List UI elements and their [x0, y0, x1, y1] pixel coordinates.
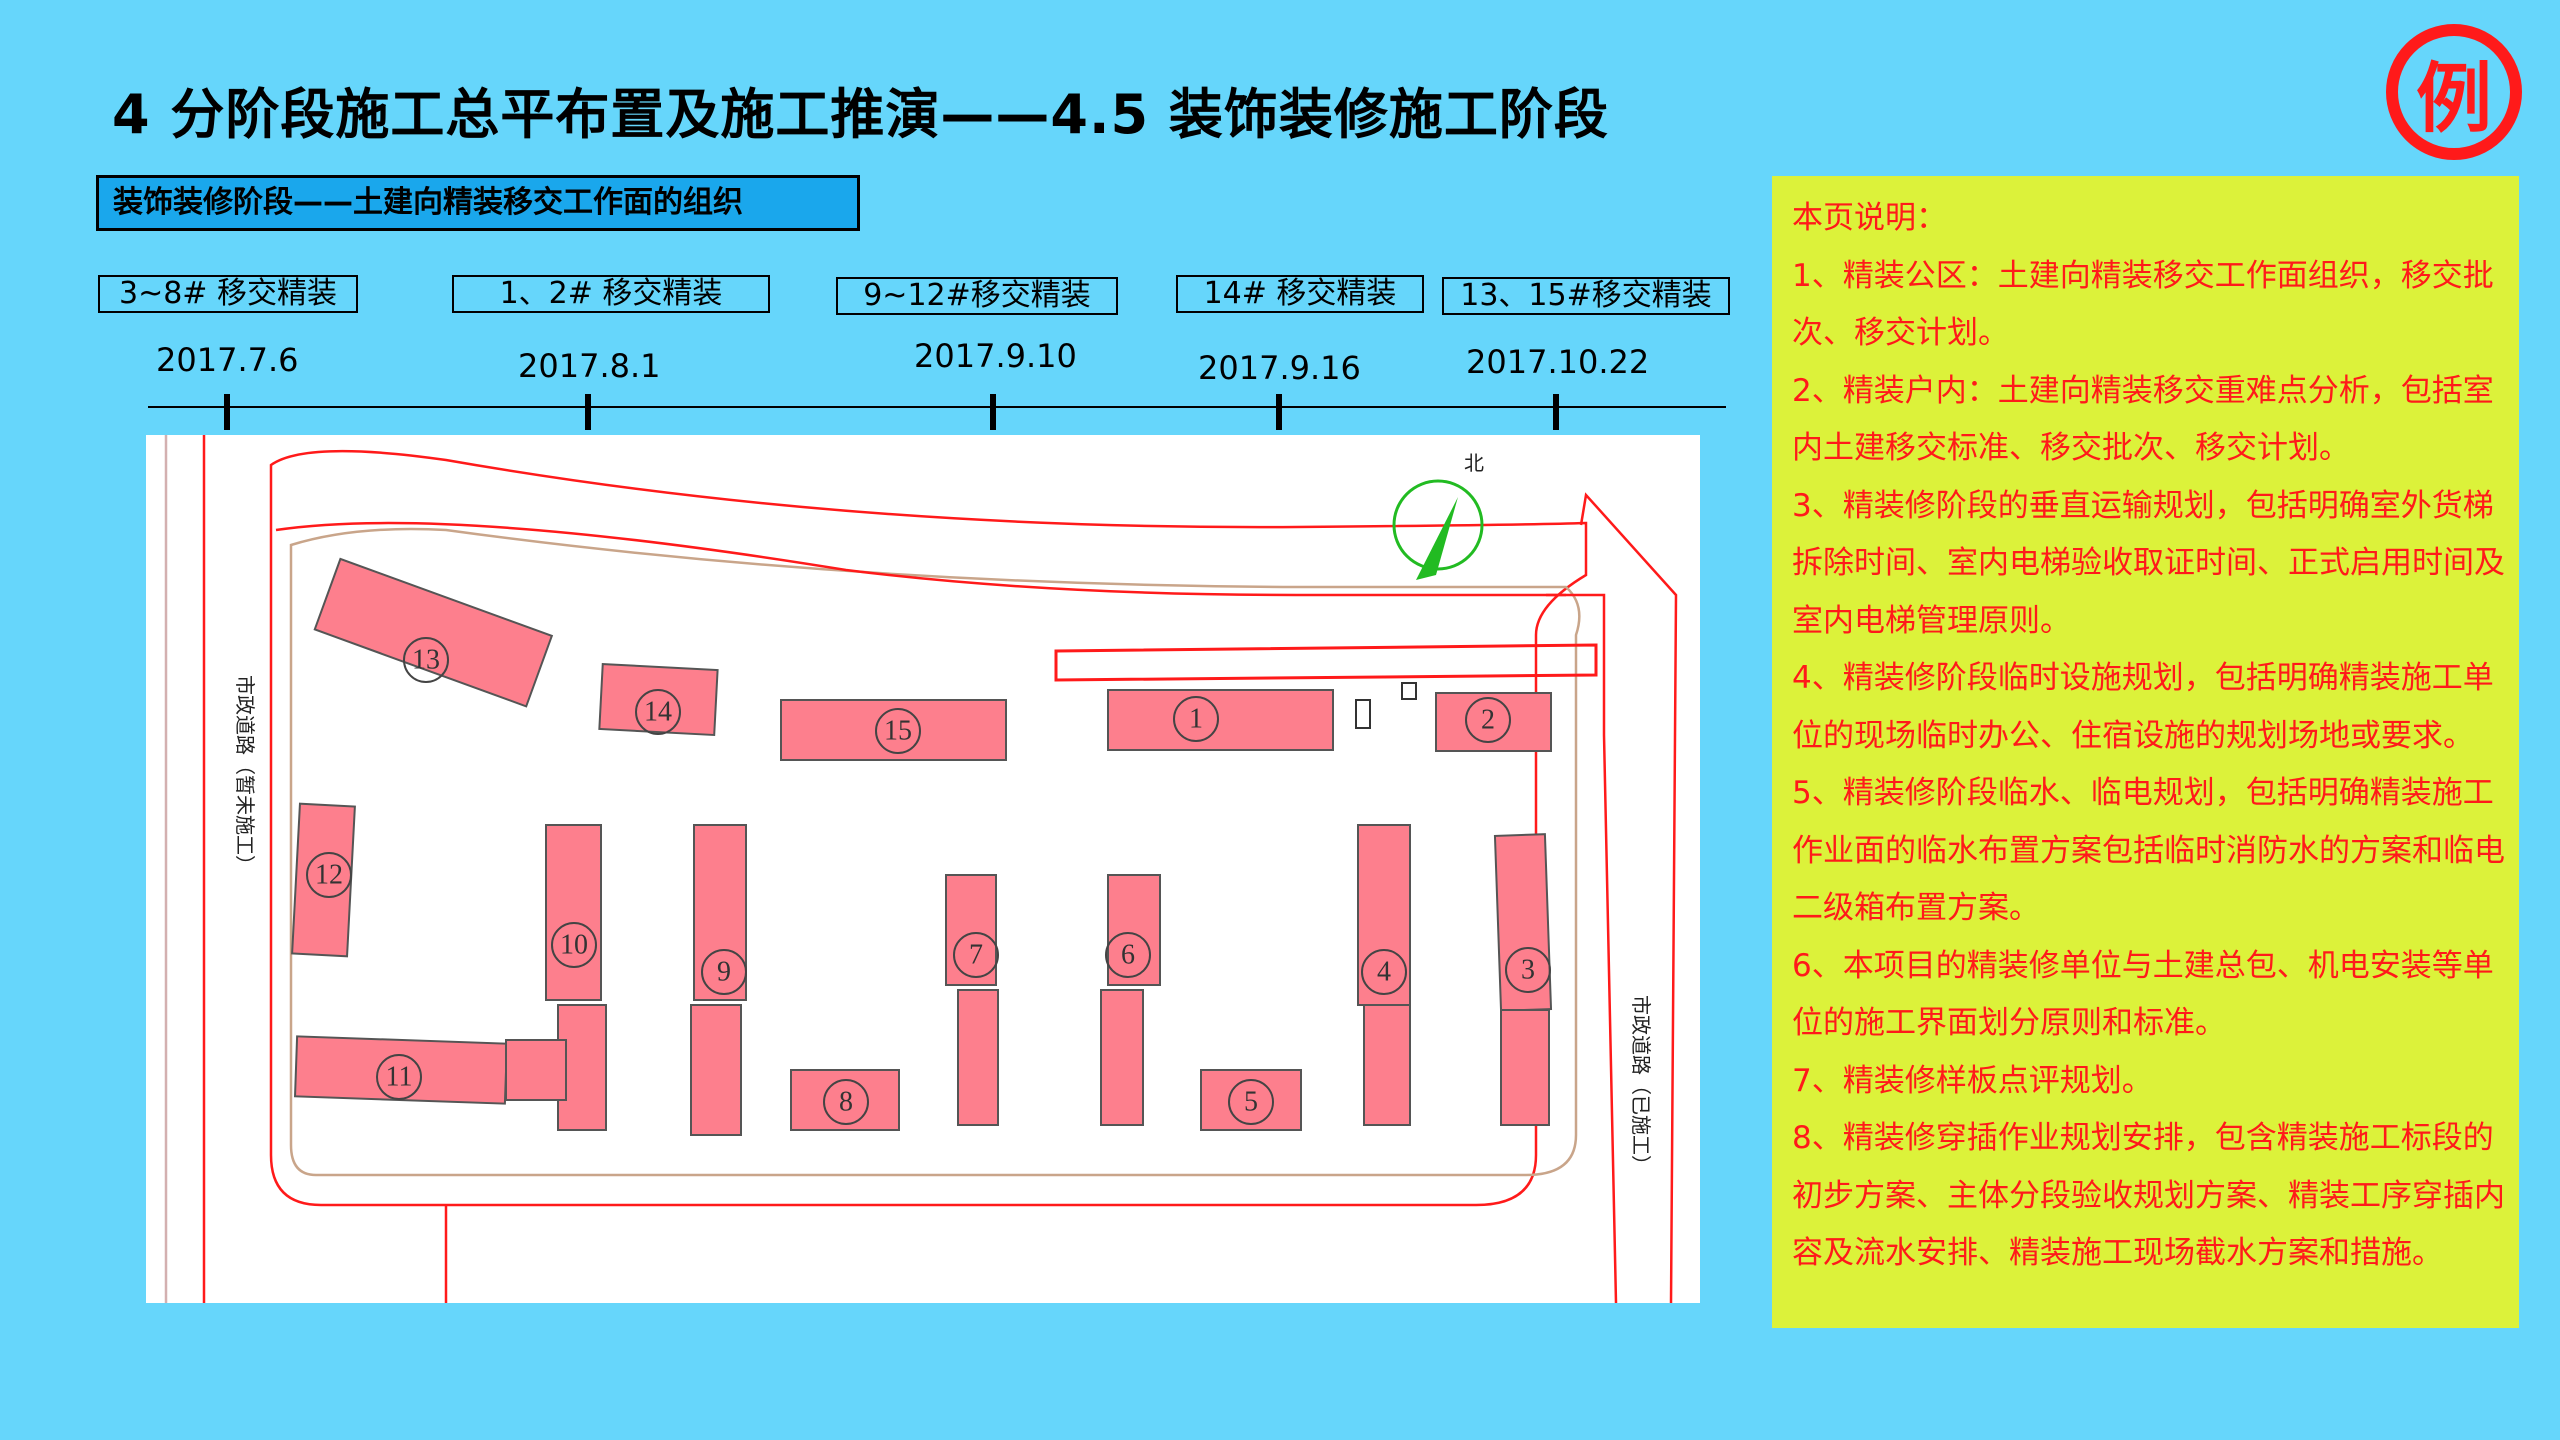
phase-date-1: 2017.7.6: [156, 341, 299, 379]
site-boundary: [269, 449, 1588, 1207]
gate-marker: [1355, 699, 1371, 729]
phase-label-5: 13、15#移交精装: [1442, 277, 1730, 315]
example-badge: 例: [2386, 24, 2522, 160]
west-road-label: 市政道路（暂未施工）: [233, 675, 257, 875]
compass-needle: [1416, 497, 1458, 580]
phase-date-4: 2017.9.16: [1198, 349, 1361, 387]
phase-date-5: 2017.10.22: [1466, 343, 1650, 381]
building-7-south: [957, 989, 999, 1126]
notes-heading: 本页说明：: [1792, 200, 1947, 236]
notes-item-7: 7、精装修样板点评规划。: [1792, 1062, 2153, 1099]
timeline-tick-1: [224, 394, 230, 430]
notes-panel: 本页说明： 1、精装公区：土建向精装移交工作面组织，移交批次、移交计划。 2、精…: [1772, 176, 2519, 1328]
building-circle: [403, 637, 449, 683]
building-number-5: 5: [1244, 1087, 1258, 1118]
building-number-15: 15: [884, 716, 912, 747]
phase-label-3: 9~12#移交精装: [836, 277, 1118, 315]
building-number-14: 14: [644, 697, 672, 728]
notes-item-4: 4、精装修阶段临时设施规划，包括明确精装施工单位的现场临时办公、住宿设施的规划场…: [1792, 660, 2494, 754]
building-circle: [1228, 1079, 1274, 1125]
building-circle: [823, 1079, 869, 1125]
building-number-7: 7: [969, 940, 983, 971]
building-13: [313, 557, 554, 708]
page-title: 4 分阶段施工总平布置及施工推演——4.5 装饰装修施工阶段: [112, 83, 1609, 146]
building-circle: [1361, 949, 1407, 995]
building-circle: [635, 689, 681, 735]
timeline-tick-5: [1553, 394, 1559, 430]
fence-line: [1054, 643, 1598, 682]
inner-road: [289, 527, 1581, 1177]
timeline-tick-2: [585, 394, 591, 430]
building-3-south: [1500, 1009, 1550, 1126]
gate-marker: [1401, 682, 1417, 700]
building-circle: [953, 932, 999, 978]
building-number-4: 4: [1377, 957, 1391, 988]
phase-date-3: 2017.9.10: [914, 337, 1077, 375]
timeline-axis: [148, 406, 1726, 408]
building-number-12: 12: [315, 860, 343, 891]
compass-circle: [1392, 479, 1484, 571]
building-circle: [1505, 947, 1551, 993]
road-line: [1546, 593, 1618, 1304]
section-subtitle: 装饰装修阶段——土建向精装移交工作面的组织: [96, 175, 860, 231]
building-1: [1107, 689, 1334, 751]
notes-item-5: 5、精装修阶段临水、临电规划，包括明确精装施工作业面的临水布置方案包括临时消防水…: [1792, 775, 2505, 926]
building-number-9: 9: [717, 957, 731, 988]
building-circle: [306, 852, 352, 898]
phase-label-4: 14# 移交精装: [1176, 275, 1424, 313]
building-circle: [551, 922, 597, 968]
building-6-south: [1100, 989, 1144, 1126]
notes-item-2: 2、精装户内：土建向精装移交重难点分析，包括室内土建移交标准、移交批次、移交计划…: [1792, 372, 2494, 467]
road-line: [1579, 492, 1678, 1304]
building-circle: [875, 708, 921, 754]
building-circle: [1173, 696, 1219, 742]
building-number-13: 13: [412, 645, 440, 676]
building-number-2: 2: [1481, 705, 1495, 736]
building-4-south: [1363, 1004, 1411, 1126]
notes-item-8: 8、精装修穿插作业规划安排，包含精装施工标段的初步方案、主体分段验收规划方案、精…: [1792, 1120, 2505, 1271]
building-number-6: 6: [1121, 940, 1135, 971]
building-number-10: 10: [560, 930, 588, 961]
building-number-3: 3: [1521, 955, 1535, 986]
building-number-1: 1: [1189, 704, 1203, 735]
notes-item-6: 6、本项目的精装修单位与土建总包、机电安装等单位的施工界面划分原则和标准。: [1792, 947, 2494, 1042]
site-plan-drawing: 13 14 15 1 2 12 10 9 7 6 4 3 11 8 5 市政道路…: [164, 435, 1678, 1304]
timeline-tick-4: [1276, 394, 1282, 430]
building-number-11: 11: [386, 1062, 413, 1093]
building-circle: [701, 949, 747, 995]
building-10-north: [545, 824, 602, 1001]
north-label: 北: [1464, 451, 1484, 475]
phase-label-2: 1、2# 移交精装: [452, 275, 770, 313]
phase-label-1: 3~8# 移交精装: [98, 275, 358, 313]
site-plan: 13 14 15 1 2 12 10 9 7 6 4 3 11 8 5 市政道路…: [146, 435, 1700, 1304]
notes-item-1: 1、精装公区：土建向精装移交工作面组织，移交批次、移交计划。: [1792, 257, 2494, 352]
north-compass: [1392, 479, 1484, 580]
building-6-north: [1107, 874, 1161, 986]
east-road-label: 市政道路（已施工）: [1629, 995, 1653, 1175]
building-number-8: 8: [839, 1087, 853, 1118]
building-7-north: [945, 874, 997, 986]
phase-date-2: 2017.8.1: [518, 347, 661, 385]
building-14: [598, 663, 719, 737]
building-11-east: [505, 1039, 567, 1101]
timeline-tick-3: [990, 394, 996, 430]
building-circle: [1105, 932, 1151, 978]
building-circle: [376, 1054, 422, 1100]
building-9-south: [690, 1004, 742, 1136]
site-curb: [275, 521, 1566, 597]
building-circle: [1465, 697, 1511, 743]
notes-item-3: 3、精装修阶段的垂直运输规划，包括明确室外货梯拆除时间、室内电梯验收取证时间、正…: [1792, 487, 2505, 639]
